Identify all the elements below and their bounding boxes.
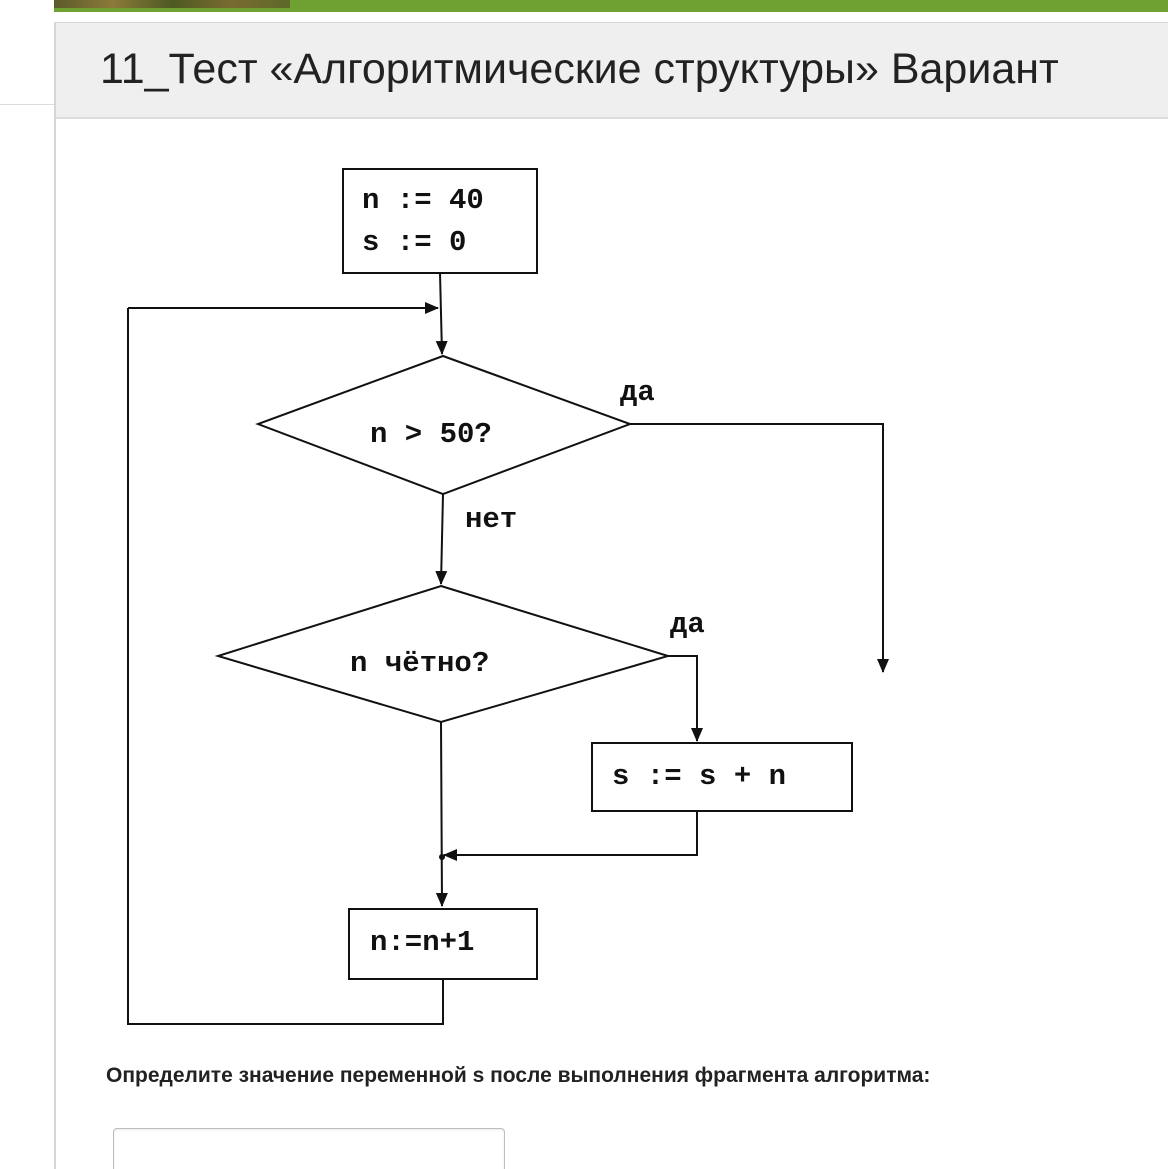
arrow-init-to-cond1 <box>435 272 448 355</box>
cond2-label: n чётно? <box>350 647 489 680</box>
test-title-bar: 11_Тест «Алгоритмические структуры» Вари… <box>56 23 1168 119</box>
cond2-yes-line <box>668 655 703 742</box>
test-title: 11_Тест «Алгоритмические структуры» Вари… <box>100 45 1059 93</box>
test-content-panel: 11_Тест «Алгоритмические структуры» Вари… <box>54 22 1168 1169</box>
left-panel <box>0 0 54 1169</box>
init-line-n: n := 40 <box>362 184 484 217</box>
cond2-no-line <box>435 721 448 907</box>
merge-point <box>439 854 445 860</box>
action-block <box>591 742 853 812</box>
init-block <box>342 168 538 274</box>
increment-label: n:=n+1 <box>370 926 474 959</box>
top-accent-bar <box>54 0 1168 12</box>
flowchart-diagram: n := 40 s := 0 n > 50? да нет n чётно? д… <box>127 168 889 1025</box>
cond2-yes-label: да <box>670 608 705 641</box>
init-line-s: s := 0 <box>362 226 466 259</box>
left-panel-divider <box>0 104 54 105</box>
action-label: s := s + n <box>612 760 786 793</box>
answer-input[interactable] <box>113 1128 505 1169</box>
cond1-no-line <box>435 493 448 585</box>
action-merge-line <box>443 811 698 861</box>
loop-back-line <box>127 308 444 1025</box>
cond1-yes-label: да <box>620 376 655 409</box>
header-banner-image <box>54 0 290 8</box>
increment-block <box>348 908 538 980</box>
cond1-no-label: нет <box>465 503 517 536</box>
cond1-yes-line <box>630 423 889 673</box>
cond1-label: n > 50? <box>370 418 492 451</box>
question-text: Определите значение переменной s после в… <box>106 1064 931 1087</box>
